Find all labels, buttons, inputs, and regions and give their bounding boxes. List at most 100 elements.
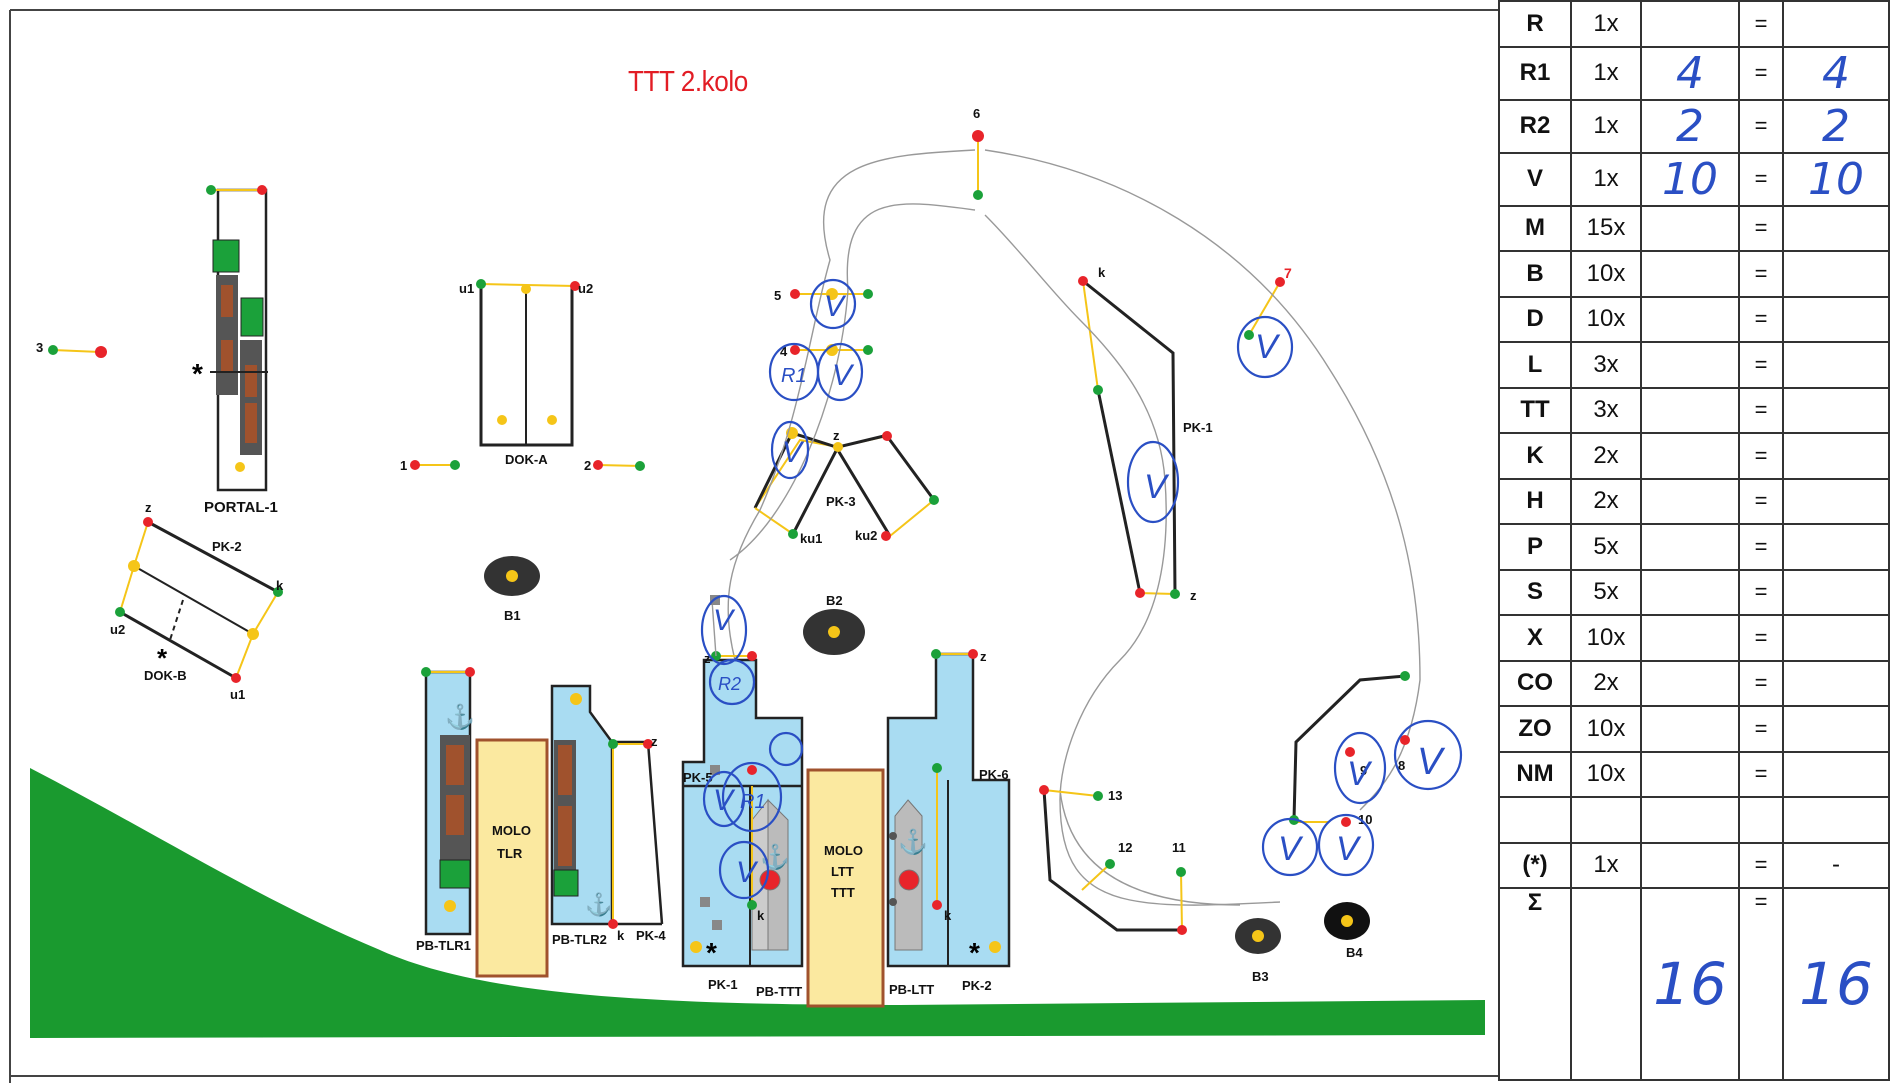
score-multiplier: 3x: [1570, 341, 1642, 389]
gate-5: [790, 288, 873, 300]
buoy-b1-label: B1: [504, 608, 521, 623]
score-equals: =: [1738, 341, 1784, 389]
score-multiplier: [1570, 796, 1642, 844]
score-multiplier: 1x: [1570, 45, 1642, 101]
molo-ltt-line3: TTT: [831, 885, 855, 900]
score-code: M: [1498, 204, 1572, 252]
pk-2-top-z: z: [145, 500, 152, 515]
gate-8-label: 8: [1398, 758, 1405, 773]
pk-5-k: k: [757, 908, 765, 923]
pk-4-z: z: [651, 734, 658, 749]
score-equals: =: [1738, 705, 1784, 753]
gate-4: [790, 344, 873, 356]
score-multiplier: 10x: [1570, 750, 1642, 798]
pk-3-z: z: [833, 428, 840, 443]
score-entry: 10: [1640, 151, 1740, 207]
gate-1-label: 1: [400, 458, 407, 473]
sum-result: 16: [1782, 887, 1890, 1081]
score-code: B: [1498, 250, 1572, 298]
svg-text:V: V: [782, 436, 805, 469]
score-result: -: [1782, 841, 1890, 889]
sum-multiplier: [1570, 887, 1642, 1081]
pk-5-z: z: [704, 651, 711, 666]
svg-text:V: V: [1336, 830, 1362, 868]
grass-shore: [30, 768, 1485, 1038]
score-multiplier: 10x: [1570, 614, 1642, 662]
score-equals: =: [1738, 523, 1784, 571]
score-result: [1782, 386, 1890, 434]
buoy-b3: [1235, 918, 1281, 954]
score-result: [1782, 250, 1890, 298]
score-result: [1782, 0, 1890, 48]
pk-4-label: PK-4: [636, 928, 666, 943]
score-entry: 2: [1640, 98, 1740, 154]
score-multiplier: 5x: [1570, 568, 1642, 616]
molo-ltt-line1: MOLO: [824, 843, 863, 858]
score-entry: [1640, 796, 1740, 844]
gate-12: [1081, 859, 1115, 891]
gate-12-label: 12: [1118, 840, 1132, 855]
score-equals: [1738, 796, 1784, 844]
gate-13: [1039, 785, 1182, 932]
gate-5-label: 5: [774, 288, 781, 303]
score-code: (*): [1498, 841, 1572, 889]
pb-ltt-block: ⚓: [886, 649, 1011, 968]
dok-a-u2: u2: [578, 281, 593, 296]
dok-b-label: DOK-B: [144, 668, 187, 683]
score-multiplier: 1x: [1570, 0, 1642, 48]
pb-tlr2-label: PB-TLR2: [552, 932, 607, 947]
pk-6-z: z: [980, 649, 987, 664]
molo-tlr-line2: TLR: [497, 846, 523, 861]
score-entry: [1640, 386, 1740, 434]
score-result: [1782, 523, 1890, 571]
buoy-b2-label: B2: [826, 593, 843, 608]
svg-text:V: V: [1144, 468, 1170, 506]
score-result: [1782, 568, 1890, 616]
dok-b-u2: u2: [110, 622, 125, 637]
svg-text:⚓: ⚓: [585, 892, 612, 917]
score-equals: =: [1738, 841, 1784, 889]
score-code: K: [1498, 432, 1572, 480]
molo-ltt: [806, 768, 885, 1008]
score-entry: [1640, 614, 1740, 662]
pb-ltt-label: PB-LTT: [889, 982, 934, 997]
score-result: [1782, 432, 1890, 480]
score-code: [1498, 796, 1572, 844]
score-result: 2: [1782, 98, 1890, 154]
svg-text:V: V: [832, 359, 855, 392]
score-code: CO: [1498, 659, 1572, 707]
score-entry: [1640, 204, 1740, 252]
gate-2: [593, 460, 645, 471]
buoy-b3-label: B3: [1252, 969, 1269, 984]
score-equals: =: [1738, 659, 1784, 707]
svg-text:V: V: [1278, 830, 1304, 868]
score-entry: [1640, 705, 1740, 753]
score-equals: =: [1738, 204, 1784, 252]
score-equals: =: [1738, 295, 1784, 343]
score-multiplier: 5x: [1570, 523, 1642, 571]
score-result: [1782, 295, 1890, 343]
score-equals: =: [1738, 45, 1784, 101]
score-multiplier: 10x: [1570, 295, 1642, 343]
score-entry: [1640, 841, 1740, 889]
svg-text:V: V: [713, 784, 736, 817]
score-code: V: [1498, 151, 1572, 207]
gate-4-label: 4: [780, 344, 788, 359]
svg-text:V: V: [1255, 328, 1281, 366]
gate-3: [48, 345, 107, 358]
dok-a: [476, 279, 580, 447]
score-code: S: [1498, 568, 1572, 616]
svg-text:V: V: [713, 604, 736, 637]
star-mark: *: [192, 358, 203, 389]
score-result: [1782, 204, 1890, 252]
